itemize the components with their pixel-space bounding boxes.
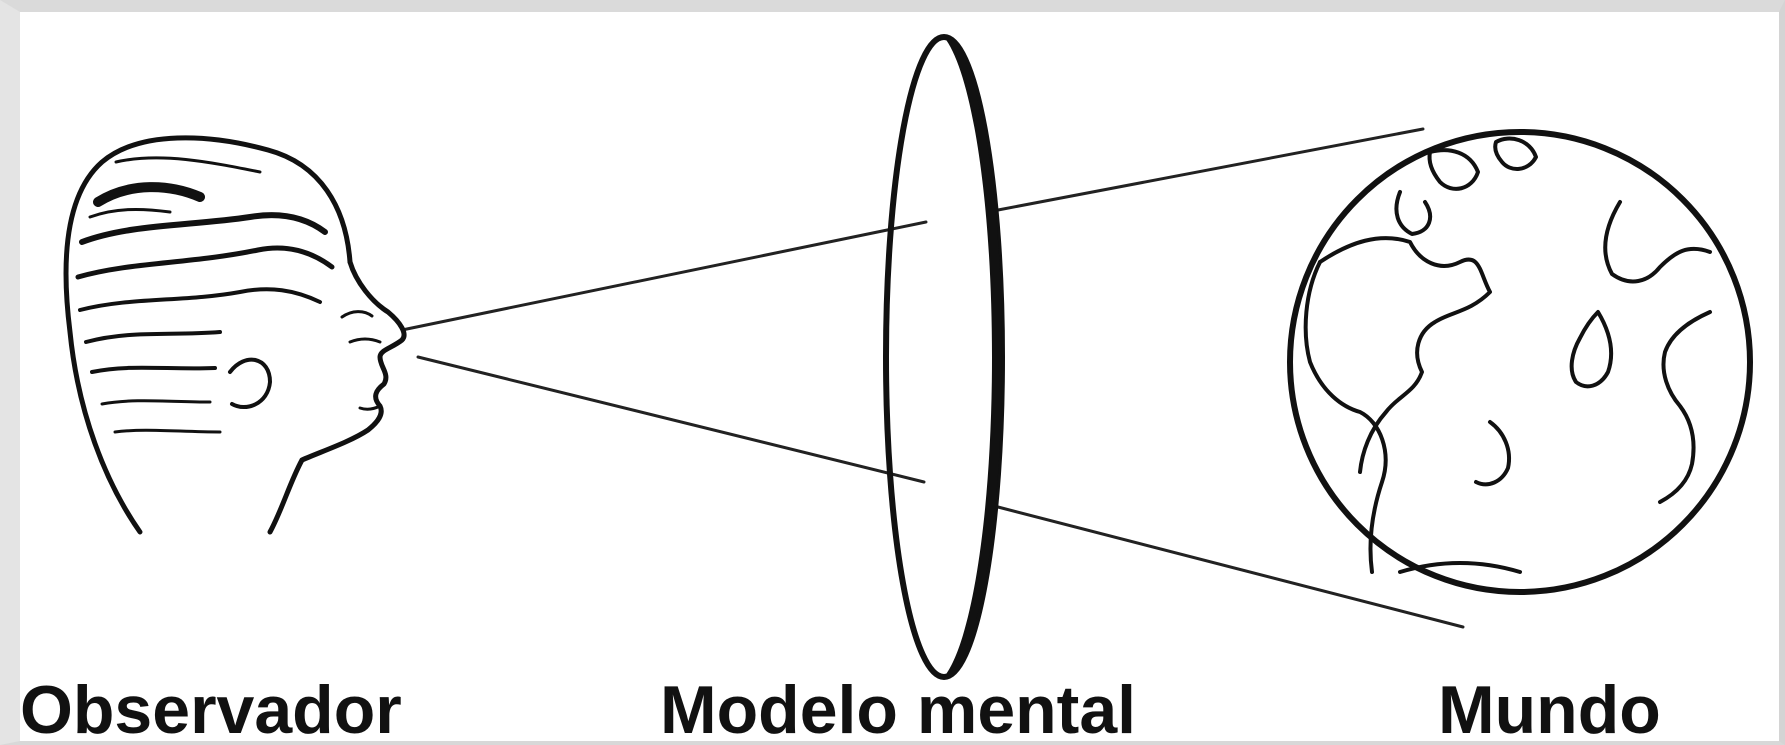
observer-label: Observador <box>20 676 402 744</box>
head-icon <box>66 138 404 532</box>
mental-model-label: Modelo mental <box>660 676 1136 744</box>
lens-rim-shade <box>944 37 1002 677</box>
globe-outline <box>1290 132 1750 592</box>
sight-line-lower-far <box>998 507 1463 627</box>
sight-line-upper-near <box>402 222 926 330</box>
world-label: Mundo <box>1438 676 1661 744</box>
sight-lines <box>402 129 1463 627</box>
sight-line-lower-near <box>418 357 924 482</box>
globe-icon <box>1290 132 1750 592</box>
mental-model-diagram <box>20 12 1780 742</box>
lens-icon <box>886 37 1002 677</box>
